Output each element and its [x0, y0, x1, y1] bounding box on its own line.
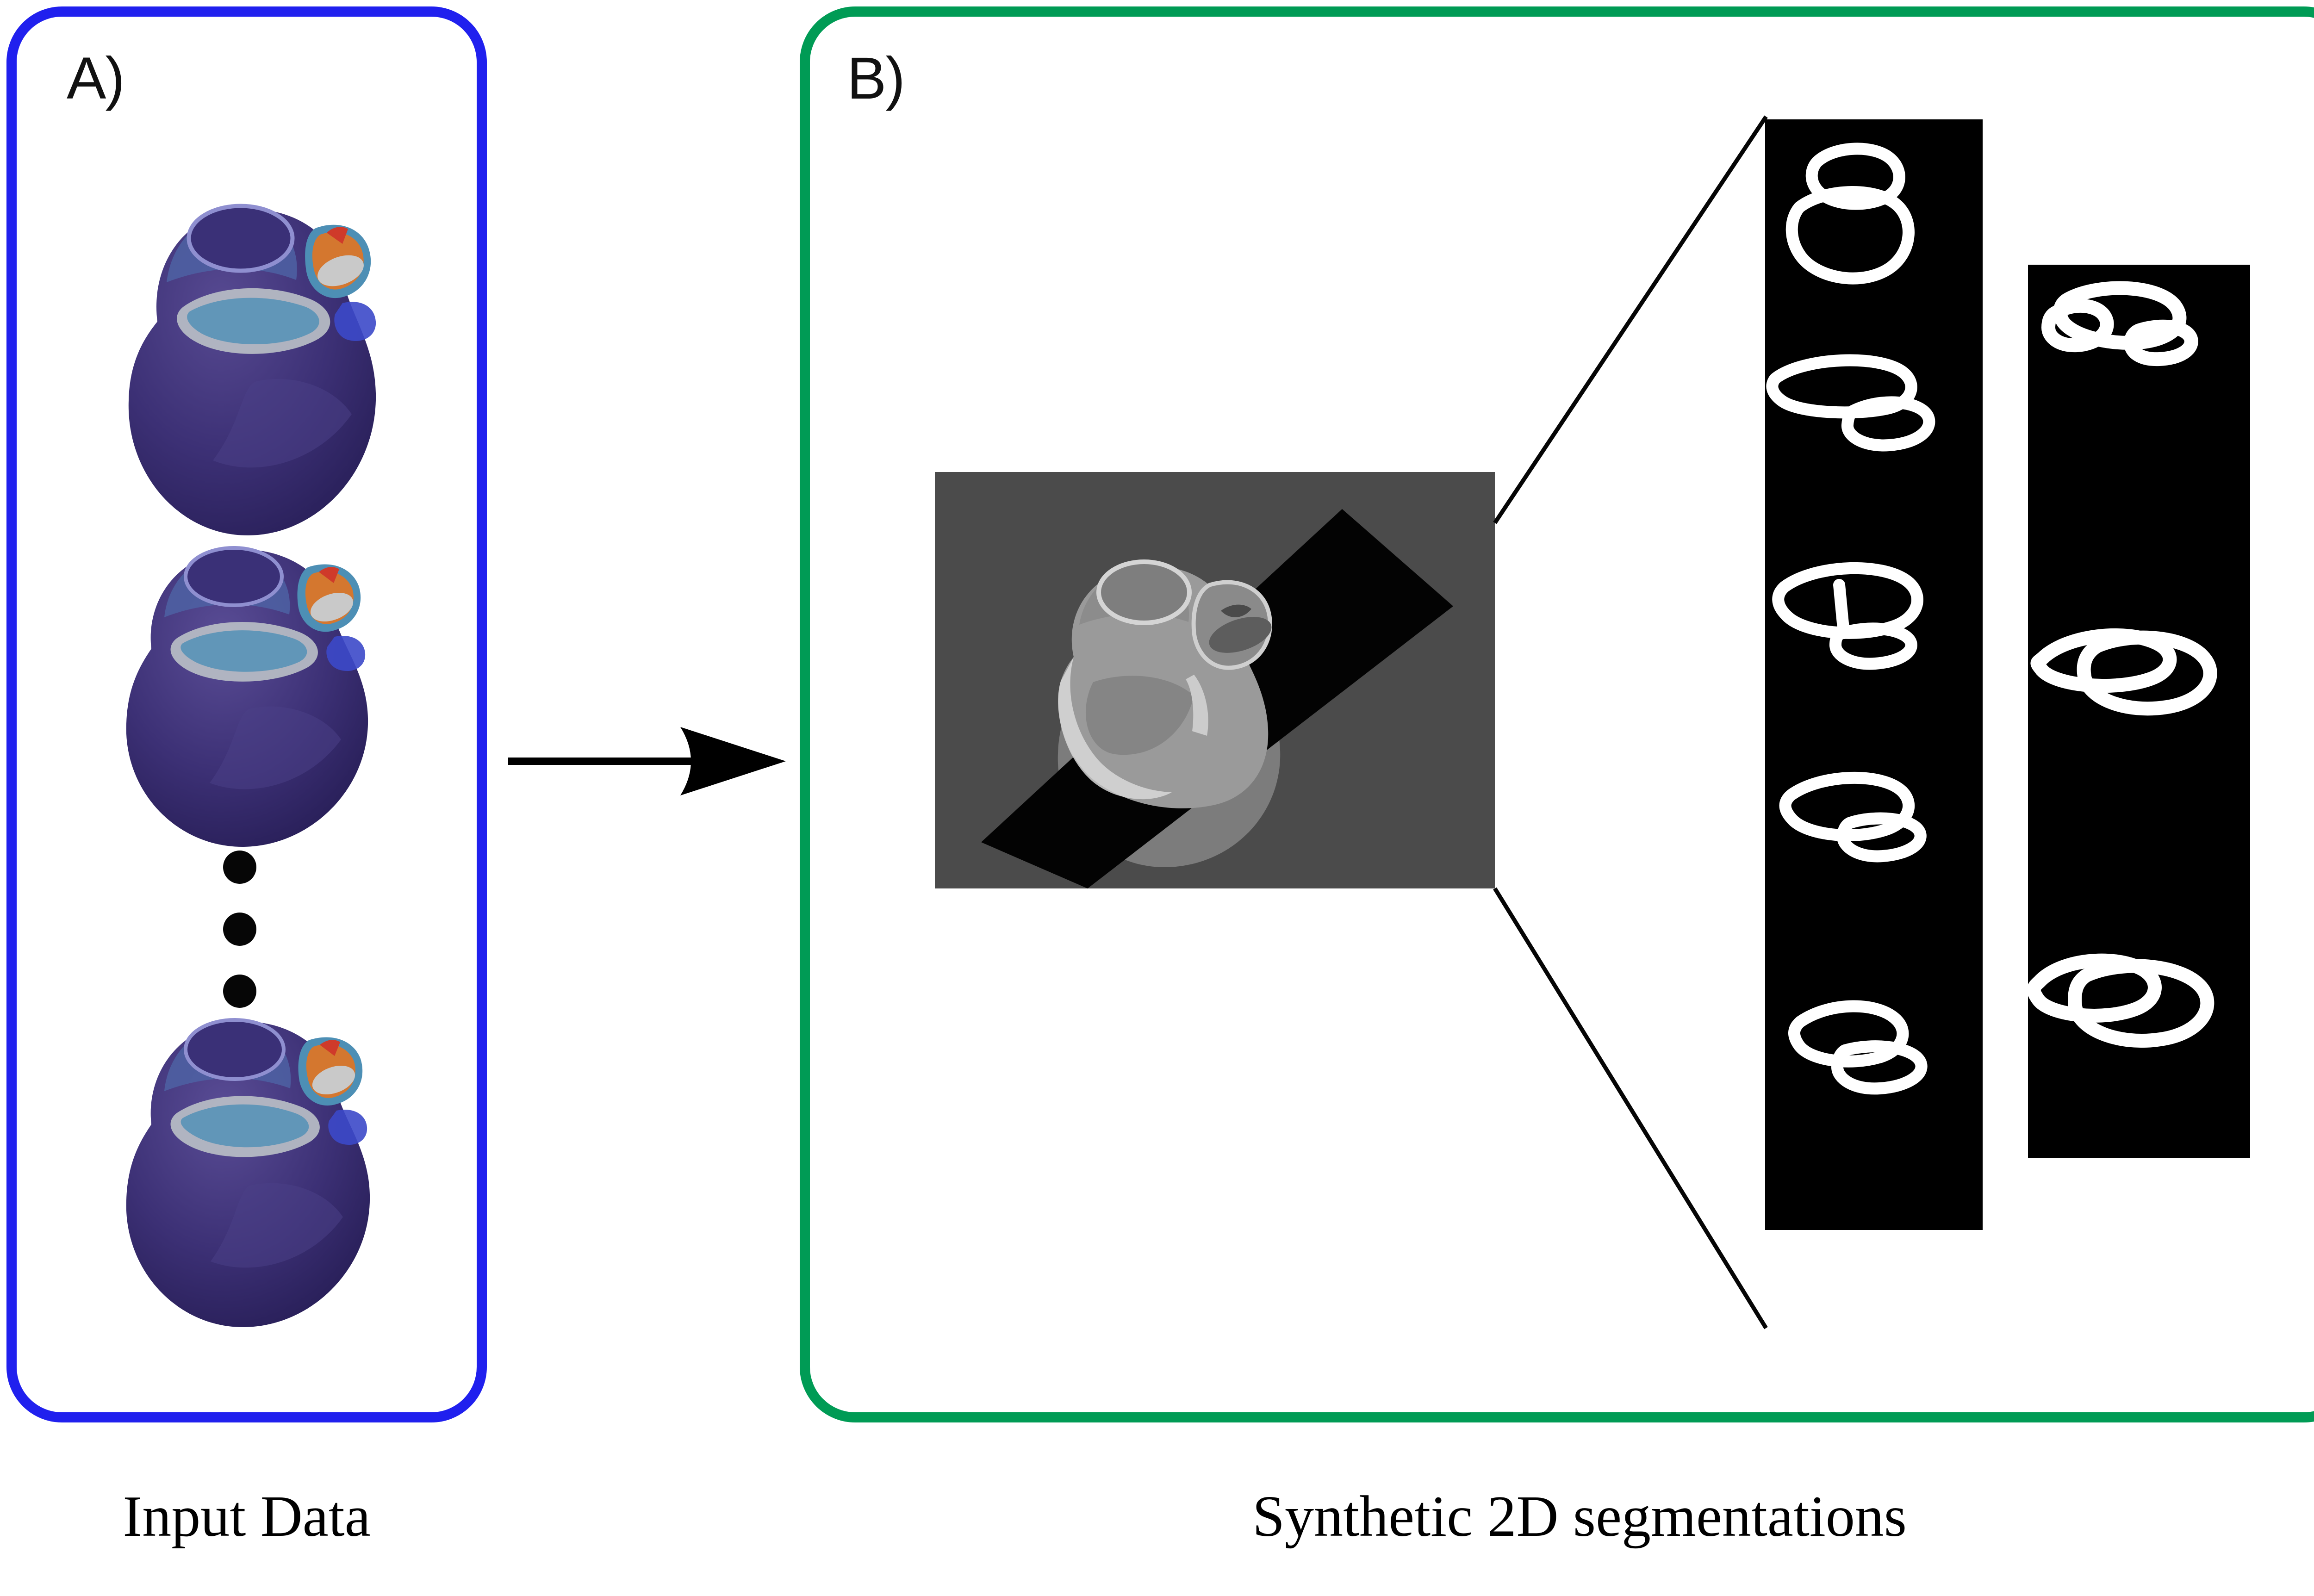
- heart-mesh-1: [102, 183, 398, 544]
- caption-synthetic-segmentations: Synthetic 2D segmentations: [1252, 1484, 1907, 1549]
- heart-mesh-2: [100, 528, 396, 851]
- heart-mesh-3: [100, 1000, 396, 1333]
- heart-mesh-with-cutting-plane: [935, 472, 1495, 888]
- panel-a-ellipsis: [221, 851, 258, 1008]
- caption-input-data: Input Data: [123, 1484, 371, 1549]
- segmentation-mask-column-2: [2028, 265, 2250, 1158]
- arrow-a-to-b: [508, 720, 795, 803]
- segmentation-mask-column-1: [1765, 119, 1983, 1230]
- panel-a-label: A): [67, 45, 125, 112]
- panel-b-label: B): [847, 45, 905, 112]
